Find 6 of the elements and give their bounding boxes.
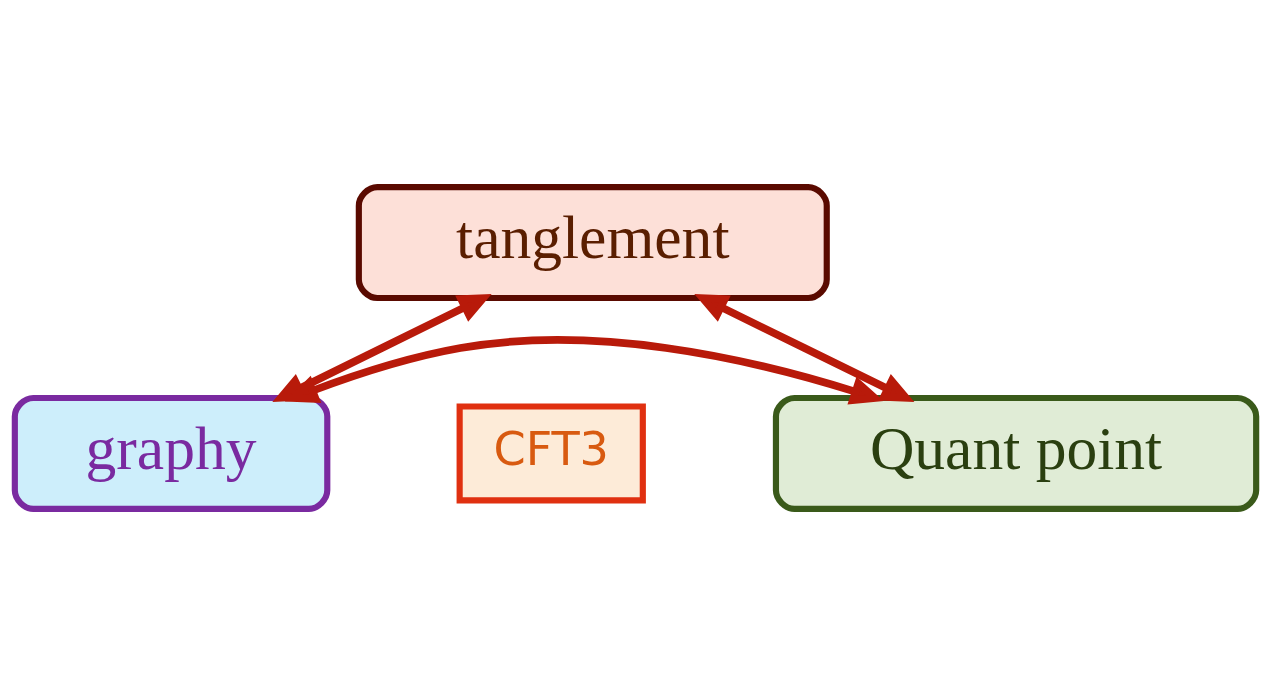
node-box: CFT3 xyxy=(456,402,646,503)
node-box: Quant point xyxy=(772,394,1260,512)
node-box: tanglement xyxy=(355,183,830,301)
node-box: graphy xyxy=(11,394,331,512)
arrow xyxy=(694,293,915,402)
arrow xyxy=(284,335,884,405)
